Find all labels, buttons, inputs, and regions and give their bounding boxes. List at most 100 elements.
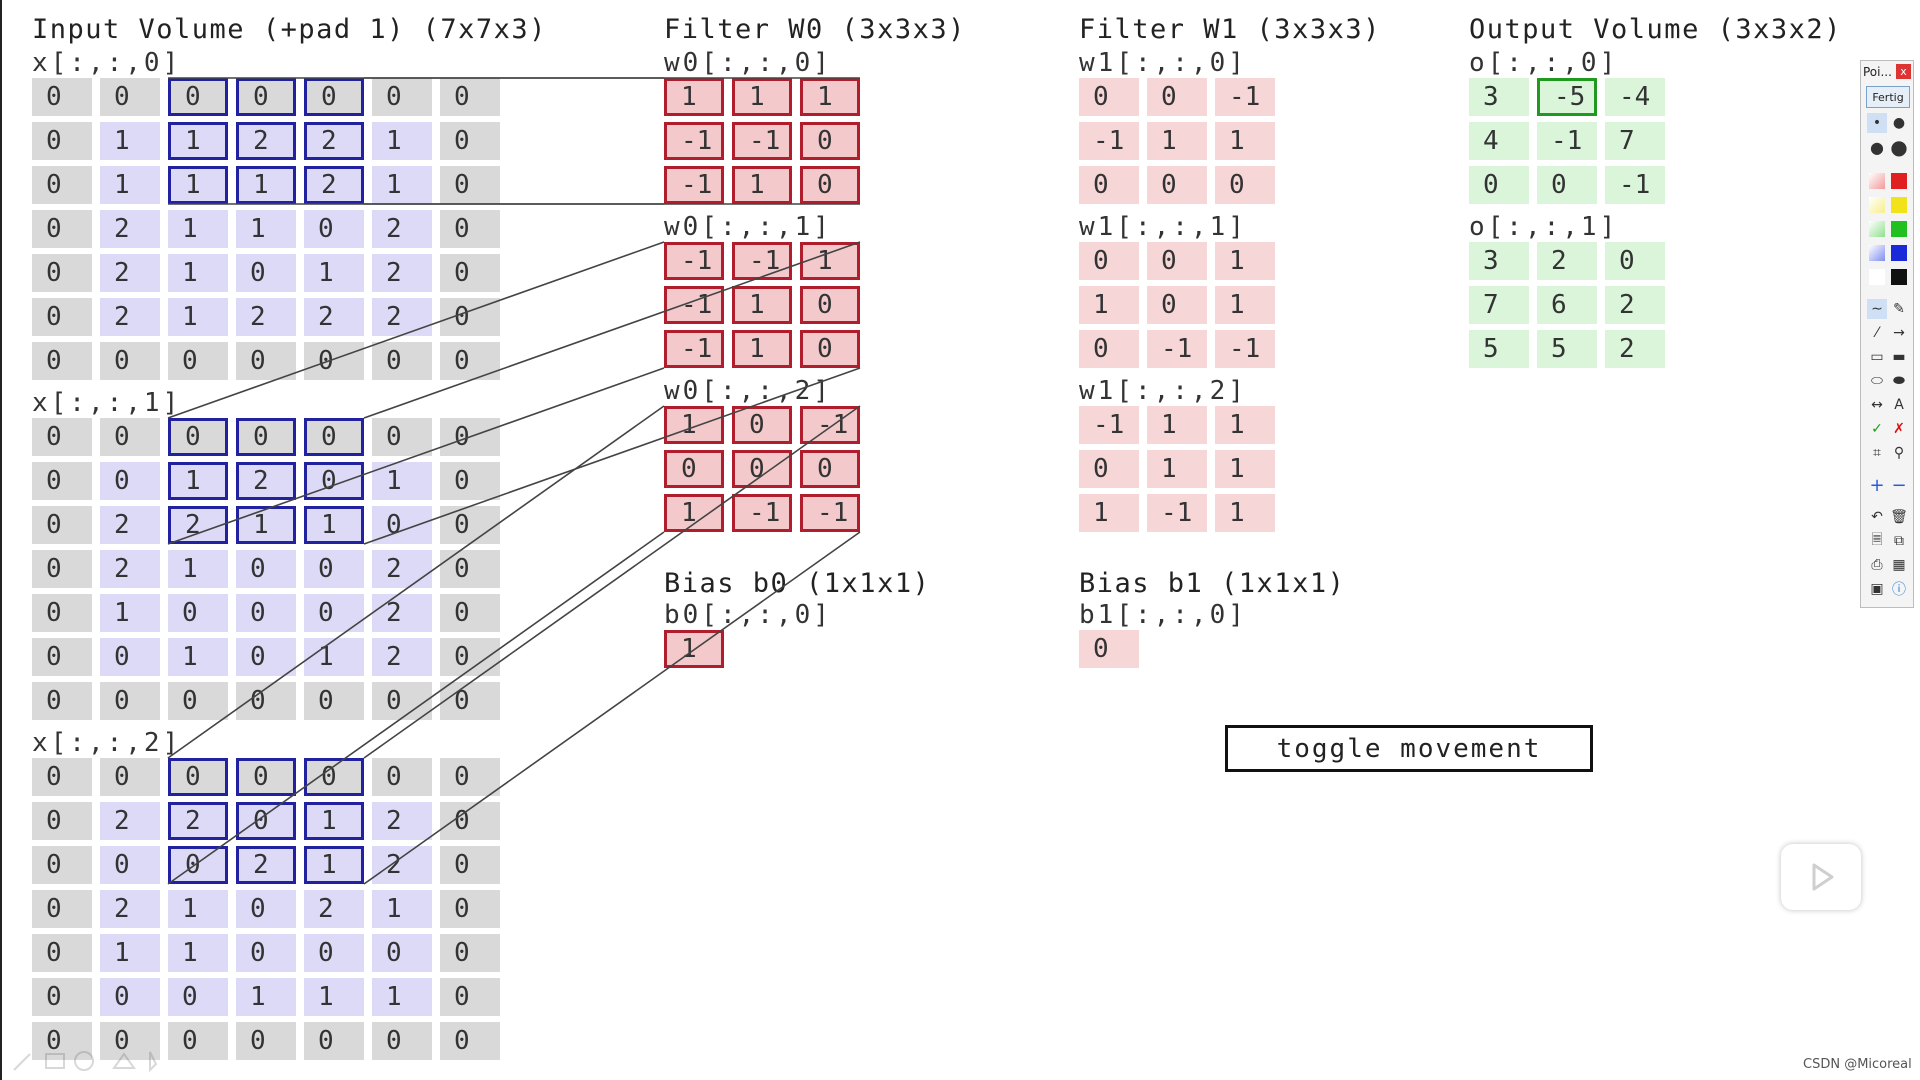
input-cell: 0 [100, 462, 160, 500]
input-cell: 0 [100, 846, 160, 884]
yellow-swatch-icon[interactable] [1891, 197, 1907, 213]
input-cell: 2 [304, 122, 364, 160]
w0-cell: -1 [800, 494, 860, 532]
w0-cell: -1 [664, 122, 724, 160]
w0-cell: 1 [732, 330, 792, 368]
input-cell: 2 [372, 802, 432, 840]
input-cell: 1 [100, 122, 160, 160]
input-cell: 0 [304, 78, 364, 116]
w0-slice-2-label: w0[:,:,2] [664, 376, 832, 406]
medium-dot-icon[interactable]: ● [1892, 115, 1906, 131]
arrow-tool-icon[interactable]: → [1893, 325, 1905, 341]
bottom-left-drawing-tools-icon [13, 1051, 158, 1073]
w0-cell: -1 [732, 242, 792, 280]
input-cell: 2 [372, 210, 432, 248]
new-page-icon[interactable]: 🗏 [1871, 532, 1883, 548]
white-swatch-icon[interactable] [1869, 269, 1885, 285]
w1-cell: 1 [1215, 122, 1275, 160]
input-cell: 2 [372, 298, 432, 336]
light-red-swatch-icon[interactable] [1869, 173, 1885, 189]
blue-swatch-icon[interactable] [1891, 245, 1907, 261]
input-cell: 0 [236, 342, 296, 380]
w1-cell: 1 [1215, 406, 1275, 444]
text-tool-icon[interactable]: A [1894, 397, 1904, 413]
input-cell: 0 [32, 934, 92, 972]
w0-cell: 0 [800, 286, 860, 324]
xlarge-dot-icon[interactable]: ● [1890, 135, 1908, 159]
input-cell: 2 [372, 638, 432, 676]
zoom-tool-icon[interactable]: ⚲ [1893, 445, 1905, 461]
check-mark-icon[interactable]: ✓ [1871, 421, 1883, 437]
output-cell: 0 [1469, 166, 1529, 204]
trash-icon[interactable]: 🗑 [1890, 509, 1908, 525]
undo-icon[interactable]: ↶ [1871, 509, 1883, 525]
w1-cell: -1 [1215, 78, 1275, 116]
input-cell: 0 [236, 758, 296, 796]
large-dot-icon[interactable]: ● [1870, 137, 1884, 157]
w0-cell: 1 [664, 78, 724, 116]
toggle-movement-button[interactable]: toggle movement [1225, 725, 1593, 772]
input-cell: 0 [372, 506, 432, 544]
input-cell: 1 [304, 978, 364, 1016]
toolbar-done-button[interactable]: Fertig [1866, 86, 1910, 108]
input-cell: 0 [304, 758, 364, 796]
input-cell: 0 [168, 594, 228, 632]
input-cell: 0 [32, 802, 92, 840]
input-cell: 0 [236, 418, 296, 456]
output-slice-1-label: o[:,:,1] [1469, 212, 1619, 242]
light-yellow-swatch-icon[interactable] [1869, 197, 1885, 213]
black-swatch-icon[interactable] [1891, 269, 1907, 285]
filled-rectangle-icon[interactable]: ▬ [1892, 349, 1906, 365]
small-dot-icon[interactable]: • [1867, 113, 1887, 133]
input-cell: 1 [168, 934, 228, 972]
w1-cell: 0 [1147, 78, 1207, 116]
w1-cell: 0 [1079, 166, 1139, 204]
video-play-button[interactable] [1781, 844, 1861, 910]
pencil-icon[interactable]: ✎ [1893, 301, 1905, 317]
double-arrow-icon[interactable]: ↔ [1871, 397, 1883, 413]
input-cell: 0 [32, 682, 92, 720]
zoom-in-icon[interactable]: + [1869, 474, 1885, 496]
filter-w0-heading: Filter W0 (3x3x3) [664, 14, 966, 45]
red-swatch-icon[interactable] [1891, 173, 1907, 189]
filled-ellipse-icon[interactable]: ⬬ [1893, 373, 1905, 389]
light-blue-swatch-icon[interactable] [1869, 245, 1885, 261]
green-swatch-icon[interactable] [1891, 221, 1907, 237]
input-cell: 1 [304, 254, 364, 292]
input-cell: 0 [304, 210, 364, 248]
toolbar-close-icon[interactable]: x [1896, 64, 1911, 79]
freehand-pen-icon[interactable]: ∼ [1867, 299, 1887, 319]
input-cell: 0 [32, 298, 92, 336]
input-cell: 1 [100, 594, 160, 632]
zoom-out-icon[interactable]: − [1891, 474, 1907, 496]
input-cell: 2 [372, 594, 432, 632]
input-cell: 0 [236, 78, 296, 116]
line-tool-icon[interactable]: ⁄ [1875, 325, 1879, 341]
info-icon[interactable]: ⓘ [1892, 582, 1906, 598]
input-cell: 0 [32, 122, 92, 160]
input-cell: 0 [372, 682, 432, 720]
w1-cell: 0 [1215, 166, 1275, 204]
input-cell: 0 [440, 342, 500, 380]
output-cell: 0 [1605, 242, 1665, 280]
input-cell: 0 [236, 890, 296, 928]
light-green-swatch-icon[interactable] [1869, 221, 1885, 237]
input-cell: 2 [304, 298, 364, 336]
ellipse-tool-icon[interactable]: ⬭ [1871, 373, 1883, 389]
print-icon[interactable]: ⎙ [1871, 557, 1883, 573]
input-cell: 1 [304, 802, 364, 840]
w0-cell: -1 [732, 494, 792, 532]
w1-slice-2-label: w1[:,:,2] [1079, 376, 1247, 406]
input-cell: 0 [304, 418, 364, 456]
crop-tool-icon[interactable]: ⌗ [1873, 445, 1881, 461]
b1-label: b1[:,:,0] [1079, 600, 1247, 630]
screenshot-icon[interactable]: ▣ [1870, 581, 1884, 597]
cross-mark-icon[interactable]: ✗ [1893, 421, 1905, 437]
input-cell: 0 [440, 210, 500, 248]
copy-icon[interactable]: ⧉ [1894, 533, 1904, 549]
save-icon[interactable]: ▦ [1892, 557, 1906, 573]
rectangle-tool-icon[interactable]: ▭ [1870, 349, 1884, 365]
input-cell: 0 [100, 418, 160, 456]
watermark: CSDN @Micoreal [1803, 1057, 1912, 1072]
